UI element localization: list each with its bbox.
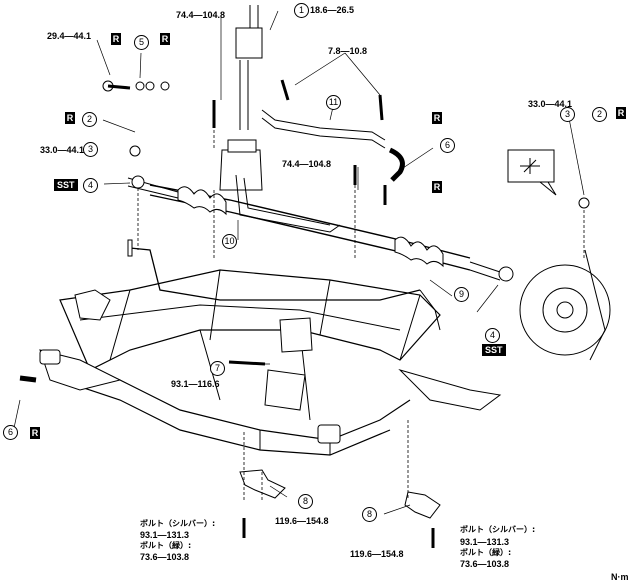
torque-left-nut: 33.0—44.1	[40, 145, 85, 155]
bolt-green-label-left: ボルト（緑）:	[140, 541, 192, 550]
callout-3-right: 3	[560, 107, 575, 122]
bolt-silver-value-left: 93.1—131.3	[140, 530, 190, 540]
replace-tag: R	[65, 112, 75, 124]
replace-tag: R	[30, 427, 40, 439]
callout-4-left: 4	[83, 178, 98, 193]
bolt-silver-label-right: ボルト（シルバー）:	[460, 525, 536, 534]
callout-5: 5	[134, 35, 149, 50]
bolt-green-label-right: ボルト（緑）:	[460, 548, 512, 557]
replace-tag: R	[432, 112, 442, 124]
sst-tag-right: SST	[482, 344, 506, 356]
replace-tag: R	[616, 107, 626, 119]
torque-mount-bolt: 93.1—116.6	[171, 379, 220, 389]
torque-left-bolt: 29.4—44.1	[47, 31, 92, 41]
torque-bottom-right: 119.6—154.8	[350, 549, 404, 559]
callout-9: 9	[454, 287, 469, 302]
callout-6-top: 6	[440, 138, 455, 153]
callout-7: 7	[210, 361, 225, 376]
replace-tag: R	[432, 181, 442, 193]
sst-tag-left: SST	[54, 179, 78, 191]
torque-top-bolt: 18.6—26.5	[310, 5, 355, 15]
callout-3-left: 3	[83, 142, 98, 157]
callout-11: 11	[326, 95, 341, 110]
callout-8-left: 8	[298, 494, 313, 509]
callout-2-left: 2	[82, 112, 97, 127]
callout-10: 10	[222, 234, 237, 249]
torque-right-nut: 33.0—44.1	[528, 99, 573, 109]
torque-pipe-bolt: 7.8—10.8	[328, 46, 368, 56]
replace-tag: R	[160, 33, 170, 45]
callout-8-right: 8	[362, 507, 377, 522]
bolt-green-value-right: 73.6—103.8	[460, 559, 510, 569]
bolt-silver-label-left: ボルト（シルバー）:	[140, 519, 216, 528]
replace-tag: R	[111, 33, 121, 45]
callout-1: 1	[294, 3, 309, 18]
torque-rack-top-bolt: 74.4—104.8	[176, 10, 226, 20]
torque-mid-bolt: 74.4—104.8	[282, 159, 332, 169]
unit-label: N·m	[611, 572, 629, 582]
callout-2-right: 2	[592, 107, 607, 122]
bolt-silver-value-right: 93.1—131.3	[460, 537, 510, 547]
bolt-green-value-left: 73.6—103.8	[140, 552, 190, 562]
torque-bottom-left: 119.6—154.8	[275, 516, 329, 526]
callout-6-left: 6	[3, 425, 18, 440]
callout-4-right: 4	[485, 328, 500, 343]
